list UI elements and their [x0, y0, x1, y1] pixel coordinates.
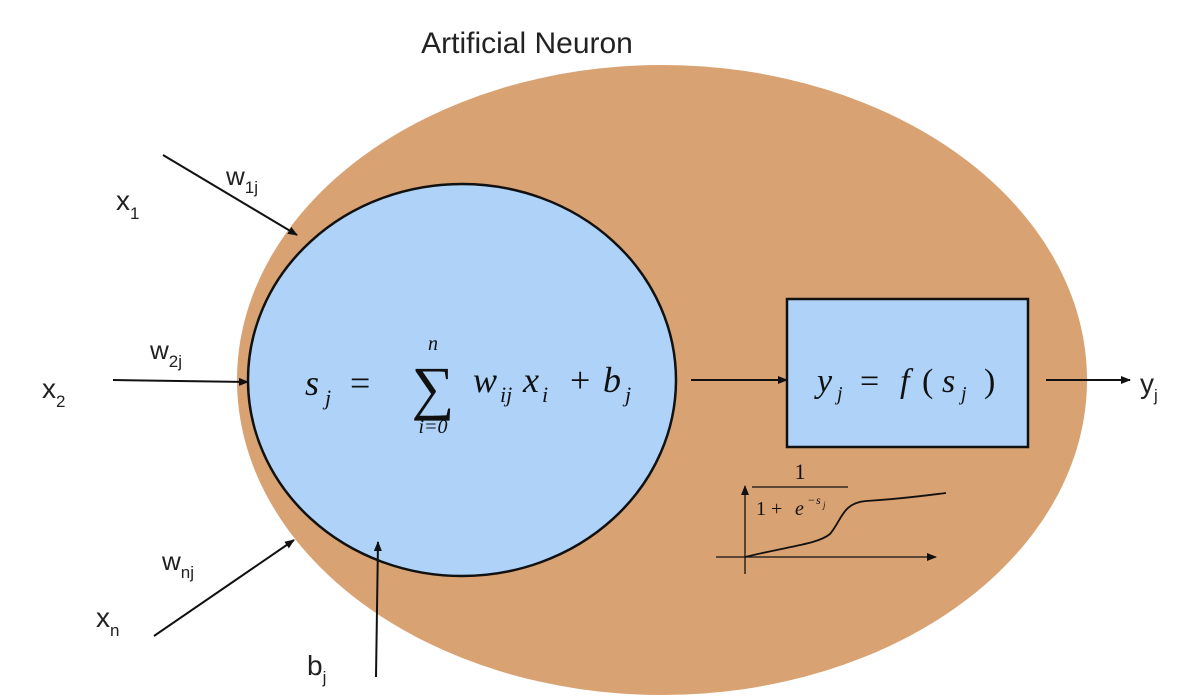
act-equals: = — [860, 363, 879, 400]
sigmoid-curve — [744, 492, 947, 558]
sigmoid-denominator-prefix: 1 + — [756, 498, 782, 520]
weight-wnj-label: wnj — [161, 546, 194, 582]
sum-plus: + — [570, 360, 590, 400]
sigma-symbol: ∑ — [412, 355, 455, 421]
act-arg-sub: j — [958, 383, 967, 405]
sum-equals: = — [350, 363, 370, 403]
sigmoid-numerator: 1 — [795, 459, 806, 484]
act-open-paren: ( — [922, 363, 933, 400]
sum-upper-limit: n — [428, 333, 438, 355]
bias-label: bj — [307, 650, 326, 687]
sum-b-sub: j — [622, 382, 631, 407]
sum-b: b — [603, 360, 621, 400]
output-label: yj — [1140, 368, 1158, 405]
input-xn-label: xn — [96, 602, 119, 640]
sigmoid-function: 1 1 + e − s j — [716, 459, 947, 574]
act-arg: s — [942, 363, 955, 400]
act-lhs: y — [814, 363, 833, 400]
sigmoid-exp-minus: − — [808, 493, 815, 507]
summation-formula: s j = ∑ n i=0 w ij x i + b j — [305, 333, 631, 438]
sum-lhs-sub: j — [322, 385, 331, 410]
diagram-title: Artificial Neuron — [421, 27, 633, 60]
input-arrow-1 — [162, 154, 298, 236]
input-x2-label: x2 — [42, 373, 65, 411]
sigmoid-e: e — [795, 498, 804, 520]
sigmoid-exp-sub: j — [822, 500, 826, 510]
sum-lhs: s — [305, 363, 319, 403]
sum-lower-limit: i=0 — [418, 416, 447, 438]
sum-x: x — [522, 360, 539, 400]
act-close-paren: ) — [984, 363, 995, 400]
input-arrow-n — [153, 539, 295, 637]
weight-w1j-label: w1j — [225, 161, 258, 197]
sum-w-sub: ij — [500, 382, 512, 407]
sigmoid-exp-var: s — [816, 493, 821, 507]
input-x1-label: x1 — [116, 185, 139, 223]
weight-w2j-label: w2j — [149, 335, 182, 371]
sum-w: w — [473, 360, 497, 400]
sum-x-sub: i — [542, 382, 548, 407]
bias-arrow — [373, 541, 382, 678]
activation-box — [785, 297, 1030, 449]
act-lhs-sub: j — [834, 383, 843, 405]
input-arrow-2 — [112, 377, 249, 386]
